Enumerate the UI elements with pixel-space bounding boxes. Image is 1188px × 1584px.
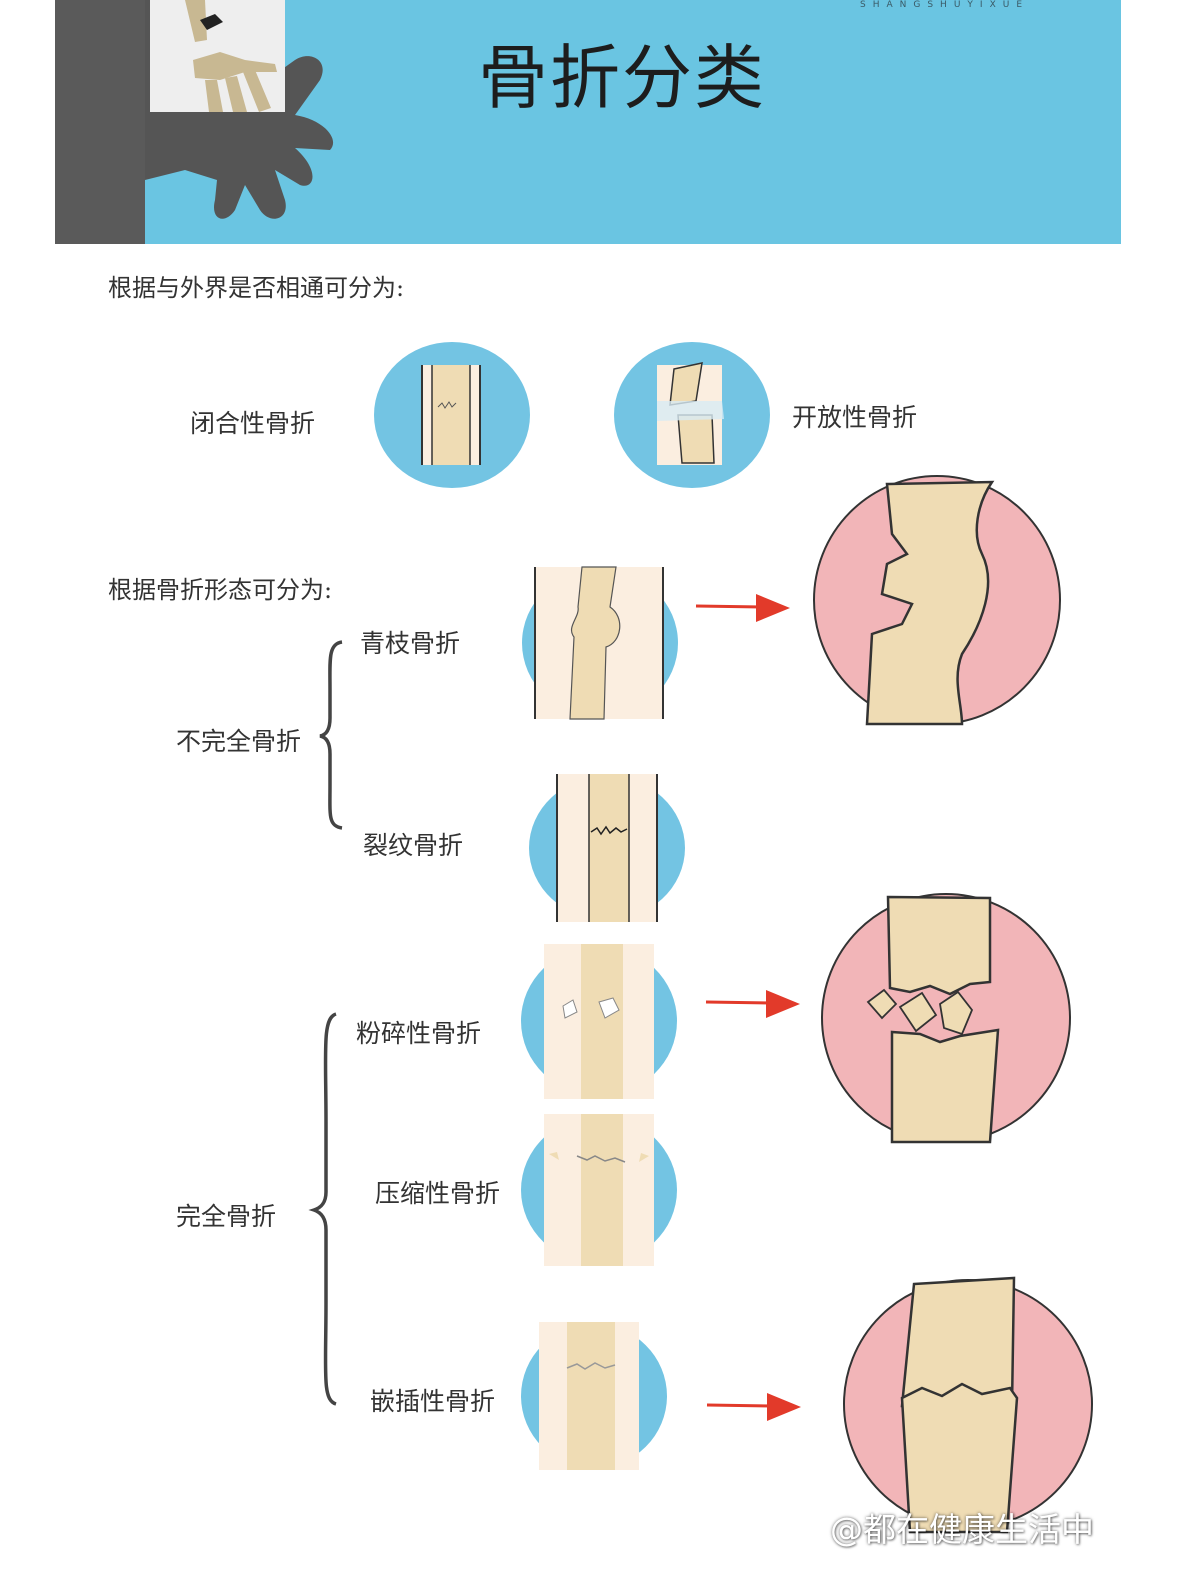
crack-fracture-icon	[529, 774, 685, 922]
impacted-label: 嵌插性骨折	[370, 1387, 496, 1416]
comminuted-label: 粉碎性骨折	[356, 1019, 482, 1048]
comminuted-icon	[521, 944, 677, 1099]
compression-icon	[521, 1114, 677, 1266]
open-fracture-label: 开放性骨折	[792, 403, 918, 432]
comminuted-detail	[821, 893, 1071, 1144]
watermark: @都在健康生活中	[830, 1510, 1094, 1549]
impacted-arrow	[706, 1393, 801, 1421]
closed-fracture-label: 闭合性骨折	[190, 409, 316, 438]
closed-fracture-icon	[374, 342, 530, 488]
greenstick-detail	[813, 475, 1061, 726]
incomplete-group-label: 不完全骨折	[176, 727, 302, 756]
complete-brace	[308, 1012, 337, 1406]
compression-label: 压缩性骨折	[375, 1179, 501, 1208]
greenstick-icon	[522, 566, 678, 720]
page-title: 骨折分类	[478, 37, 766, 119]
greenstick-arrow	[695, 594, 790, 622]
greenstick-label: 青枝骨折	[360, 629, 461, 658]
open-fracture-icon	[614, 342, 770, 488]
hand-xray-illustration	[145, 0, 334, 219]
comminuted-arrow	[705, 990, 800, 1018]
incomplete-brace	[319, 640, 343, 830]
section1-intro: 根据与外界是否相通可分为:	[108, 274, 405, 302]
crack-label: 裂纹骨折	[363, 831, 464, 860]
impacted-icon	[521, 1322, 667, 1470]
brand-text: SHANGSHUYIXUE	[860, 0, 1030, 10]
section2-intro: 根据骨折形态可分为:	[108, 576, 333, 604]
complete-group-label: 完全骨折	[176, 1202, 277, 1231]
impacted-detail	[843, 1276, 1093, 1534]
header-dark-strip	[55, 0, 145, 244]
